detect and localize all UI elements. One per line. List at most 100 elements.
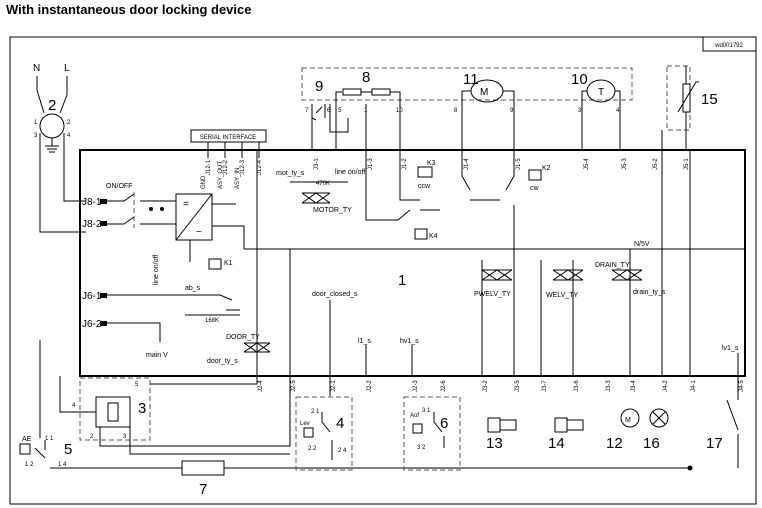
svg-text:J1-2: J1-2 [402,158,408,170]
svg-text:1 1: 1 1 [45,436,54,442]
svg-text:1 2: 1 2 [25,462,34,468]
svg-text:K1: K1 [224,260,233,267]
svg-text:J2-6: J2-6 [441,380,447,392]
svg-text:5: 5 [338,108,342,114]
component-15-label: 15 [701,91,718,108]
svg-text:door_closed_s: door_closed_s [312,291,358,298]
svg-text:3 1: 3 1 [422,408,431,414]
svg-text:J12-4: J12-4 [257,159,263,175]
svg-text:J1-4: J1-4 [464,158,470,170]
component-10-label: 10 [571,71,588,88]
svg-text:ASY_IN: ASY_IN [235,168,241,189]
svg-text:2 4: 2 4 [338,448,347,454]
filter-symbol [39,113,65,139]
svg-text:2: 2 [67,120,71,126]
connector-j8-2: J8-2 [82,219,102,230]
svg-text:AE: AE [22,436,32,443]
svg-text:=: = [183,199,189,210]
door-lock-box [79,377,151,441]
svg-text:J2-1: J2-1 [331,380,337,392]
svg-text:M: M [480,87,488,98]
svg-text:1 4: 1 4 [58,462,67,468]
svg-text:3: 3 [578,108,582,114]
component-5-label: 5 [64,441,72,458]
reference-box [702,36,757,52]
serial-interface-box [190,129,267,143]
svg-text:line on/off: line on/off [153,255,160,285]
svg-text:9: 9 [510,108,514,114]
svg-text:4: 4 [67,133,71,139]
svg-text:J2-4: J2-4 [258,380,264,392]
svg-text:3: 3 [123,434,127,440]
svg-text:J5-1: J5-1 [684,158,690,170]
component-9-label: 9 [315,78,323,95]
component-6-label: 6 [440,415,448,432]
svg-text:mot_ty_s: mot_ty_s [276,170,305,177]
svg-text:K4: K4 [429,233,438,240]
svg-text:J3-1: J3-1 [314,158,320,170]
svg-text:168K: 168K [205,318,219,324]
component-12-label: 12 [606,435,623,452]
svg-text:J4-5: J4-5 [739,380,745,392]
outer-frame [9,36,757,505]
svg-text:l1_s: l1_s [358,338,371,345]
diagram-title: With instantaneous door locking device [6,2,252,17]
svg-text:J3-7: J3-7 [542,380,548,392]
svg-text:M: M [625,417,631,424]
connector-j6-2: J6-2 [82,319,102,330]
svg-text:J3-2: J3-2 [483,380,489,392]
svg-text:6: 6 [327,108,331,114]
svg-text:2 2: 2 2 [308,446,317,452]
svg-text:8: 8 [454,108,458,114]
svg-text:DRAIN_TY: DRAIN_TY [595,262,630,269]
antiboil-box [403,396,461,471]
power-supply-block [175,193,213,241]
svg-text:470K: 470K [316,181,330,187]
svg-text:T: T [598,87,604,98]
svg-text:J3-4: J3-4 [631,380,637,392]
svg-text:~: ~ [196,227,202,238]
svg-text:7: 7 [305,108,309,114]
svg-text:K2: K2 [542,165,551,172]
motor-group-box [301,67,633,101]
svg-text:GND: GND [201,175,207,189]
svg-text:Lev: Lev [300,421,310,427]
svg-text:cw: cw [530,185,540,192]
on-off-label: ON/OFF [106,183,132,190]
svg-text:hv1_s: hv1_s [400,338,419,345]
svg-text:J1-5: J1-5 [516,158,522,170]
svg-text:4: 4 [72,403,76,409]
svg-text:ab_s: ab_s [185,285,201,292]
svg-text:J4-2: J4-2 [663,380,669,392]
svg-text:door_ty_s: door_ty_s [207,358,238,365]
component-16-label: 16 [643,435,660,452]
svg-text:K3: K3 [427,160,436,167]
svg-text:1: 1 [34,120,38,126]
svg-text:J3-5: J3-5 [515,380,521,392]
component-1-label: 1 [398,272,406,289]
svg-text:J12-1: J12-1 [206,159,212,175]
component-3-label: 3 [138,400,146,417]
svg-text:J12-3: J12-3 [240,159,246,175]
svg-text:J1-3: J1-3 [368,158,374,170]
svg-text:N/5V: N/5V [634,241,650,248]
svg-text:2: 2 [90,434,94,440]
mains-n-label: N [33,63,40,74]
svg-text:J5-2: J5-2 [653,158,659,170]
component-11-label: 11 [463,71,479,88]
svg-text:ccw: ccw [418,183,431,190]
ntc-box [666,65,691,131]
svg-text:MOTOR_TY: MOTOR_TY [313,207,352,214]
svg-text:J5-4: J5-4 [584,158,590,170]
mains-l-label: L [64,63,70,74]
svg-text:2 1: 2 1 [311,409,320,415]
svg-text:lv1_s: lv1_s [722,345,739,352]
svg-text:3 2: 3 2 [417,445,426,451]
connector-j8-1: J8-1 [82,197,102,208]
component-7-label: 7 [199,481,207,498]
serial-interface-label: SERIAL INTERFACE [200,135,256,141]
component-14-label: 14 [548,435,565,452]
svg-text:J4-1: J4-1 [691,380,697,392]
